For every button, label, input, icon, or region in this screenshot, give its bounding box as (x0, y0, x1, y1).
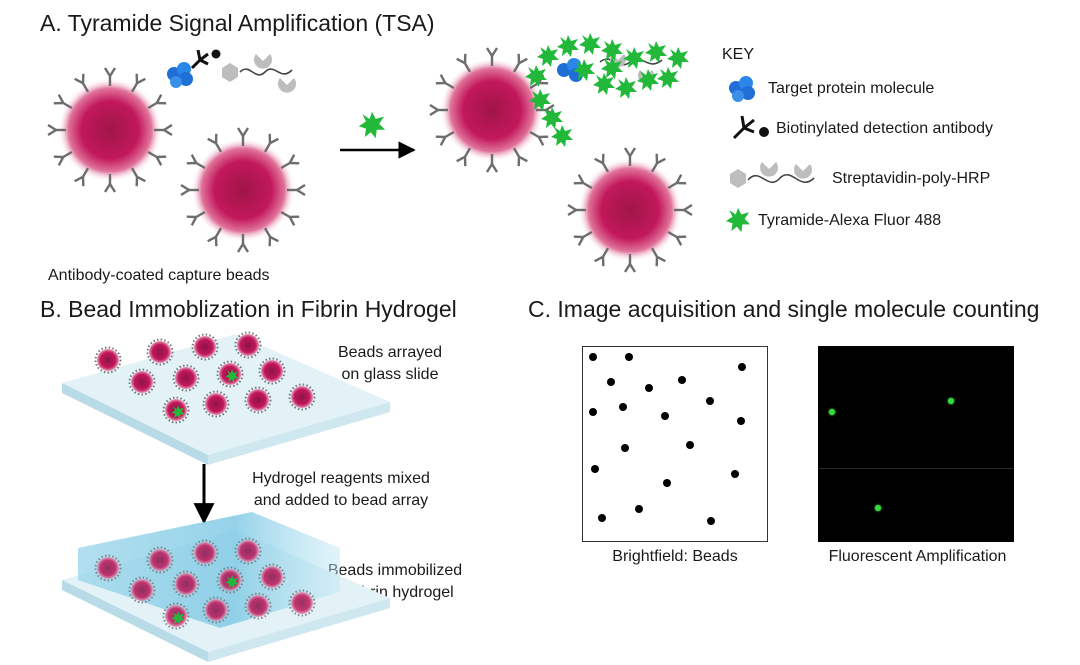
bead-dot (589, 408, 597, 416)
bead-dot (607, 378, 615, 386)
capture-bead-2 (179, 126, 307, 254)
fluorescent-caption: Fluorescent Amplification (828, 548, 1007, 565)
bead-dot (737, 417, 745, 425)
bead-dot (591, 465, 599, 473)
bead-dot (738, 363, 746, 371)
bead-dot (625, 353, 633, 361)
bead-dot (706, 397, 714, 405)
key-heading: KEY (722, 46, 755, 63)
slide-caption-line2: on glass slide (341, 366, 439, 383)
bead-dot (589, 353, 597, 361)
bead-dot (686, 441, 694, 449)
panel-a-title: A. Tyramide Signal Amplification (TSA) (40, 10, 435, 36)
hydrogel-layer (78, 512, 340, 628)
streptavidin-hrp (222, 54, 296, 93)
key-label-detection-antibody: Biotinylated detection antibody (776, 120, 994, 137)
detection-antibody (190, 49, 221, 70)
bead-dot (635, 505, 643, 513)
arrow-caption-line2: and added to bead array (253, 492, 429, 509)
key-tyramide-star-icon (725, 207, 751, 233)
panel-c-title: C. Image acquisition and single molecule… (528, 296, 1040, 322)
capture-bead-4 (566, 146, 694, 274)
beads-caption: Antibody-coated capture beads (48, 267, 270, 284)
brightfield-image (582, 346, 768, 542)
capture-bead-1 (46, 66, 174, 194)
capture-bead-3 (428, 46, 556, 174)
hydrogel-caption-line2: in fibrin hydrogel (336, 584, 454, 601)
amplified-complex (525, 33, 689, 147)
key-label-tyramide: Tyramide-Alexa Fluor 488 (758, 212, 942, 229)
image-divider (818, 468, 1014, 469)
bead-dot (619, 403, 627, 411)
bead-dot (645, 384, 653, 392)
bead-dot (731, 470, 739, 478)
bead-dot (678, 376, 686, 384)
bead-antibodies (46, 66, 174, 194)
key-detection-antibody-icon (732, 115, 769, 140)
target-protein-icon (167, 62, 193, 88)
slide-caption-line1: Beads arrayed (337, 344, 443, 361)
hydrogel-caption-line1: Beads immobilized (327, 562, 463, 579)
key-label-target-protein: Target protein molecule (768, 80, 935, 97)
panel-b-title: B. Bead Immoblization in Fibrin Hydrogel (40, 296, 457, 322)
brightfield-caption: Brightfield: Beads (612, 548, 738, 565)
fluorescent-spot (829, 409, 835, 415)
bead-dot (707, 517, 715, 525)
key-streptavidin-hrp-icon (730, 162, 815, 188)
bead-dot (663, 479, 671, 487)
bead-dot (621, 444, 629, 452)
key-target-protein-icon (729, 76, 755, 102)
bead-dot (598, 514, 606, 522)
tyramide-star-icon (358, 111, 386, 139)
fluorescent-spot (948, 398, 954, 404)
bead-dot (661, 412, 669, 420)
key-label-streptavidin-hrp: Streptavidin-poly-HRP (832, 170, 991, 187)
fluorescent-spot (875, 505, 881, 511)
arrow-caption-line1: Hydrogel reagents mixed (252, 470, 430, 487)
fluorescent-image (818, 346, 1014, 542)
